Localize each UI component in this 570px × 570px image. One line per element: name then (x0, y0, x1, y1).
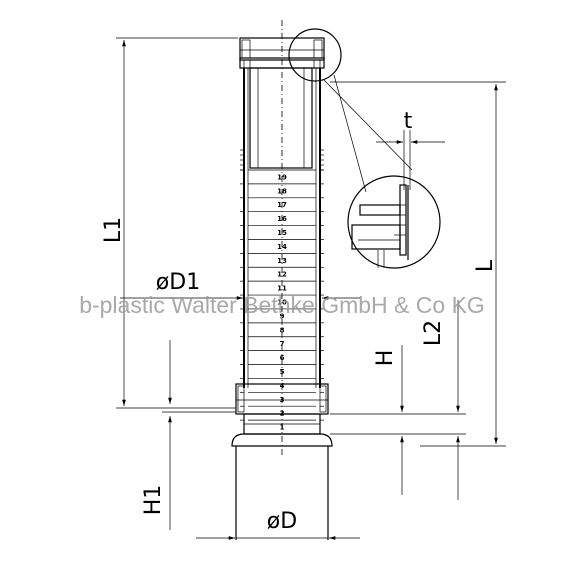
segment-number: 13 (277, 257, 287, 265)
segment-number: 11 (277, 285, 287, 293)
label-H: H (373, 350, 398, 367)
label-D: øD (267, 509, 297, 534)
label-D1: øD1 (156, 270, 200, 295)
segment-number: 7 (280, 340, 285, 348)
detail-view (288, 28, 441, 269)
detail-magnified (347, 175, 441, 269)
label-L2: L2 (421, 320, 446, 346)
segment-number: 8 (280, 326, 285, 334)
inner-tube (249, 67, 313, 169)
dimensions (116, 37, 506, 540)
segment-number: 12 (277, 271, 287, 279)
detail-circle (288, 28, 342, 82)
label-L: L (473, 259, 498, 272)
label-L1: L1 (101, 217, 126, 243)
label-t: t (404, 109, 413, 134)
label-H1: H1 (141, 485, 166, 516)
base-flange (231, 433, 333, 447)
segment-number: 9 (280, 312, 285, 320)
watermark: b-plastic Walter Bethke GmbH & Co KG (79, 292, 485, 318)
